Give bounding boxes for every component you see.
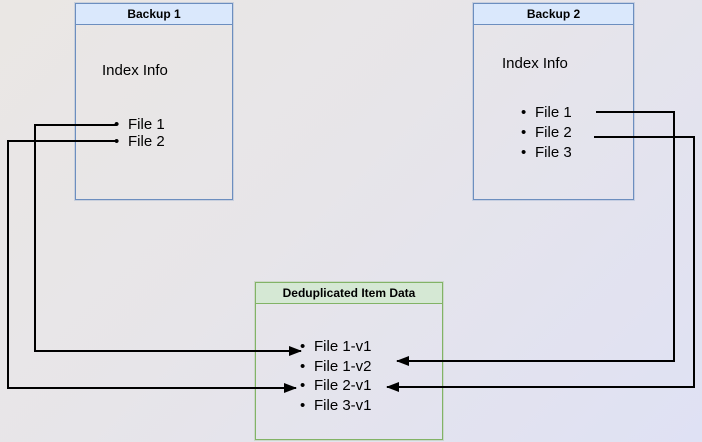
file-list-item: File 2 xyxy=(114,133,165,150)
file-list-item: File 2 xyxy=(521,123,572,143)
file-list-item: File 3 xyxy=(521,143,572,163)
file-list-item: File 1-v2 xyxy=(300,357,372,377)
dedup-title: Deduplicated Item Data xyxy=(256,283,442,304)
file-list-item: File 2-v1 xyxy=(300,376,372,396)
file-list-item: File 3-v1 xyxy=(300,396,372,416)
backup1-box: Backup 1 xyxy=(75,3,233,200)
file-list-item: File 1 xyxy=(521,103,572,123)
backup2-box: Backup 2 xyxy=(473,3,634,200)
dedup-item-list: File 1-v1File 1-v2File 2-v1File 3-v1 xyxy=(300,337,372,415)
backup1-file-list: File 1File 2 xyxy=(114,116,165,150)
file-list-item: File 1 xyxy=(114,116,165,133)
file-list-item: File 1-v1 xyxy=(300,337,372,357)
backup2-index-info-label: Index Info xyxy=(502,55,568,72)
backup2-title: Backup 2 xyxy=(474,4,633,25)
backup1-title: Backup 1 xyxy=(76,4,232,25)
backup1-index-info-label: Index Info xyxy=(102,62,168,79)
backup2-file-list: File 1File 2File 3 xyxy=(521,103,572,163)
